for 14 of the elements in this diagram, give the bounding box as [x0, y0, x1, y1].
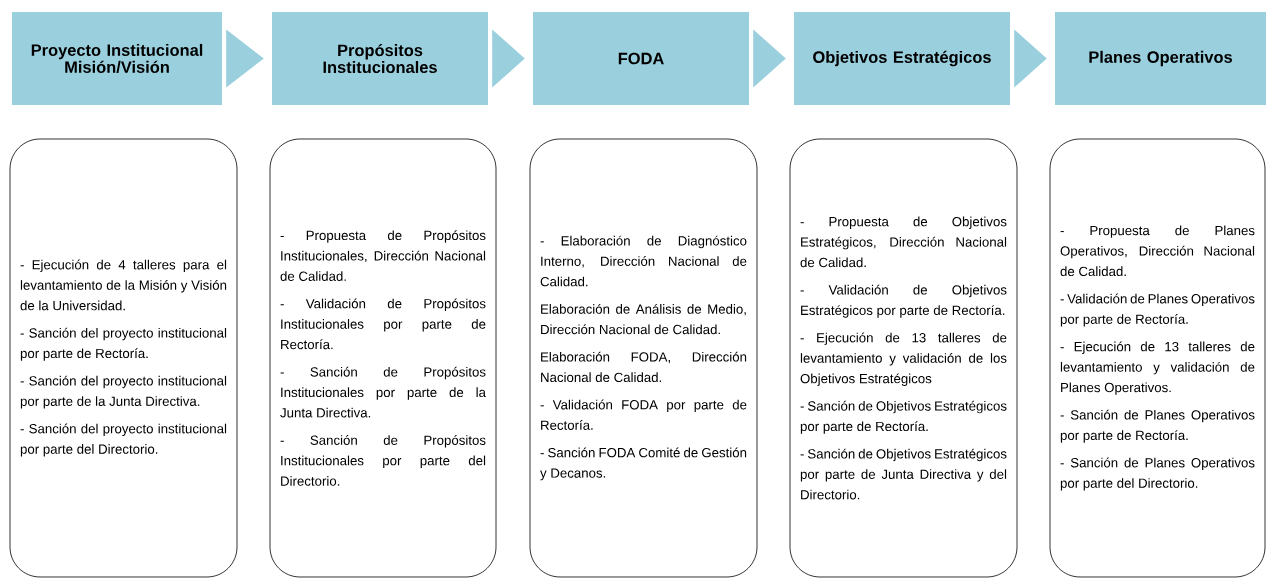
chevron-arrow	[226, 29, 264, 88]
chevron-arrow	[753, 29, 786, 88]
text-card: - Propuesta de Propósitos Institucionales, Dirección Nacional de Calidad. - Validación de Propósitos Institucionales por parte de Rectoría. - Sanción de Propósitos Institucionales por parte de la Junta Directiva. - Sanción de Propósitos Institucionales por parte del Directorio.	[269, 138, 497, 578]
header-box: Proyecto Institucional Misión/Visión	[12, 12, 222, 105]
text-card: - Propuesta de Objetivos Estratégicos, Dirección Nacional de Calidad. - Validación de Objetivos Estratégicos por parte de Rectoría. - Ejecución de 13 talleres de levantamiento y validación de los Objetivos Estratégicos - Sanción de Objetivos Estratégicos por parte de Rectoría. - Sanción de Objetivos Estratégicos por parte de Junta Directiva y del Directorio.	[789, 138, 1018, 578]
chevron-arrow	[492, 29, 525, 88]
header-box: FODA	[533, 12, 749, 105]
header-box: Propósitos Institucionales	[272, 12, 488, 105]
chevron-arrow	[1014, 29, 1047, 88]
header-box: Planes Operativos	[1055, 12, 1266, 105]
header-box: Objetivos Estratégicos	[794, 12, 1010, 105]
text-card: - Ejecución de 4 talleres para el levantamiento de la Misión y Visión de la Universidad. - Sanción del proyecto institucional por parte de Rectoría. - Sanción del proyecto institucional por parte de la Junta Directiva. - Sanción del proyecto institucional por parte del Directorio.	[9, 138, 238, 578]
text-card: - Elaboración de Diagnóstico Interno, Dirección Nacional de Calidad. Elaboración de Análisis de Medio, Dirección Nacional de Calidad. Elaboración FODA, Dirección Nacional de Calidad. - Validación FODA por parte de Rectoría. - Sanción FODA Comité de Gestión y Decanos.	[529, 138, 758, 578]
text-card: - Propuesta de Planes Operativos, Dirección Nacional de Calidad. - Validación de Planes Operativos por parte de Rectoría. - Ejecución de 13 talleres de levantamiento y validación de Planes Operativos. - Sanción de Planes Operativos por parte de Rectoría. - Sanción de Planes Operativos por parte del Directorio.	[1049, 138, 1266, 578]
